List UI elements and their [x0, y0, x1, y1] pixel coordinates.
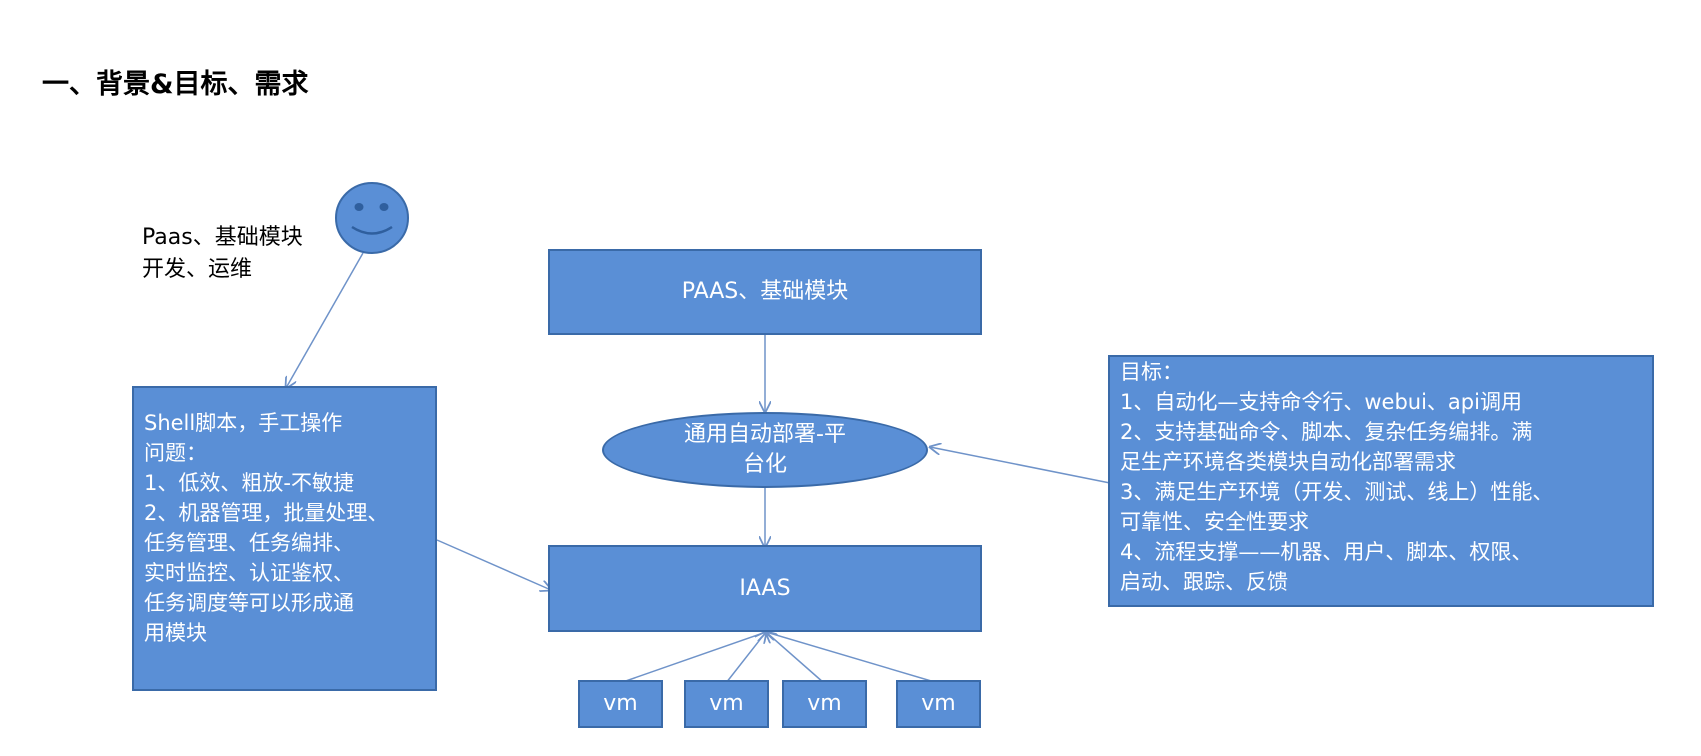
persona-label: Paas、基础模块 开发、运维	[142, 225, 303, 282]
page-title: 一、背景&目标、需求	[42, 69, 309, 100]
vm-box-4: vm	[896, 680, 981, 728]
vm-arrow-2	[725, 632, 766, 684]
vm-box-3: vm	[782, 680, 867, 728]
persona-arrow	[286, 252, 364, 388]
vm-arrow-4	[766, 632, 939, 684]
vm-box-2: vm	[684, 680, 769, 728]
vm-label-4: vm	[921, 691, 956, 716]
vm-label-3: vm	[807, 691, 842, 716]
vm-arrow-3	[766, 632, 825, 684]
paas-box: PAAS、基础模块	[548, 249, 982, 335]
iaas-box-label: IAAS	[739, 575, 791, 601]
vm-arrow-1	[619, 632, 766, 684]
vm-label-2: vm	[709, 691, 744, 716]
vm-box-1: vm	[578, 680, 663, 728]
paas-box-label: PAAS、基础模块	[681, 279, 849, 304]
iaas-box: IAAS	[548, 545, 982, 632]
smiley-face-icon	[335, 182, 409, 254]
goals-box: 目标： 1、自动化—支持命令行、webui、api调用 2、支持基础命令、脚本、…	[1108, 355, 1654, 607]
platform-ellipse: 通用自动部署-平 台化	[602, 412, 928, 488]
platform-label: 通用自动部署-平 台化	[684, 422, 846, 477]
problems-box: Shell脚本，手工操作 问题： 1、低效、粗放-不敏捷 2、机器管理，批量处理…	[132, 386, 437, 691]
left-to-iaas-arrow	[436, 539, 551, 590]
vm-label-1: vm	[603, 691, 638, 716]
goals-to-platform-arrow	[930, 447, 1111, 484]
